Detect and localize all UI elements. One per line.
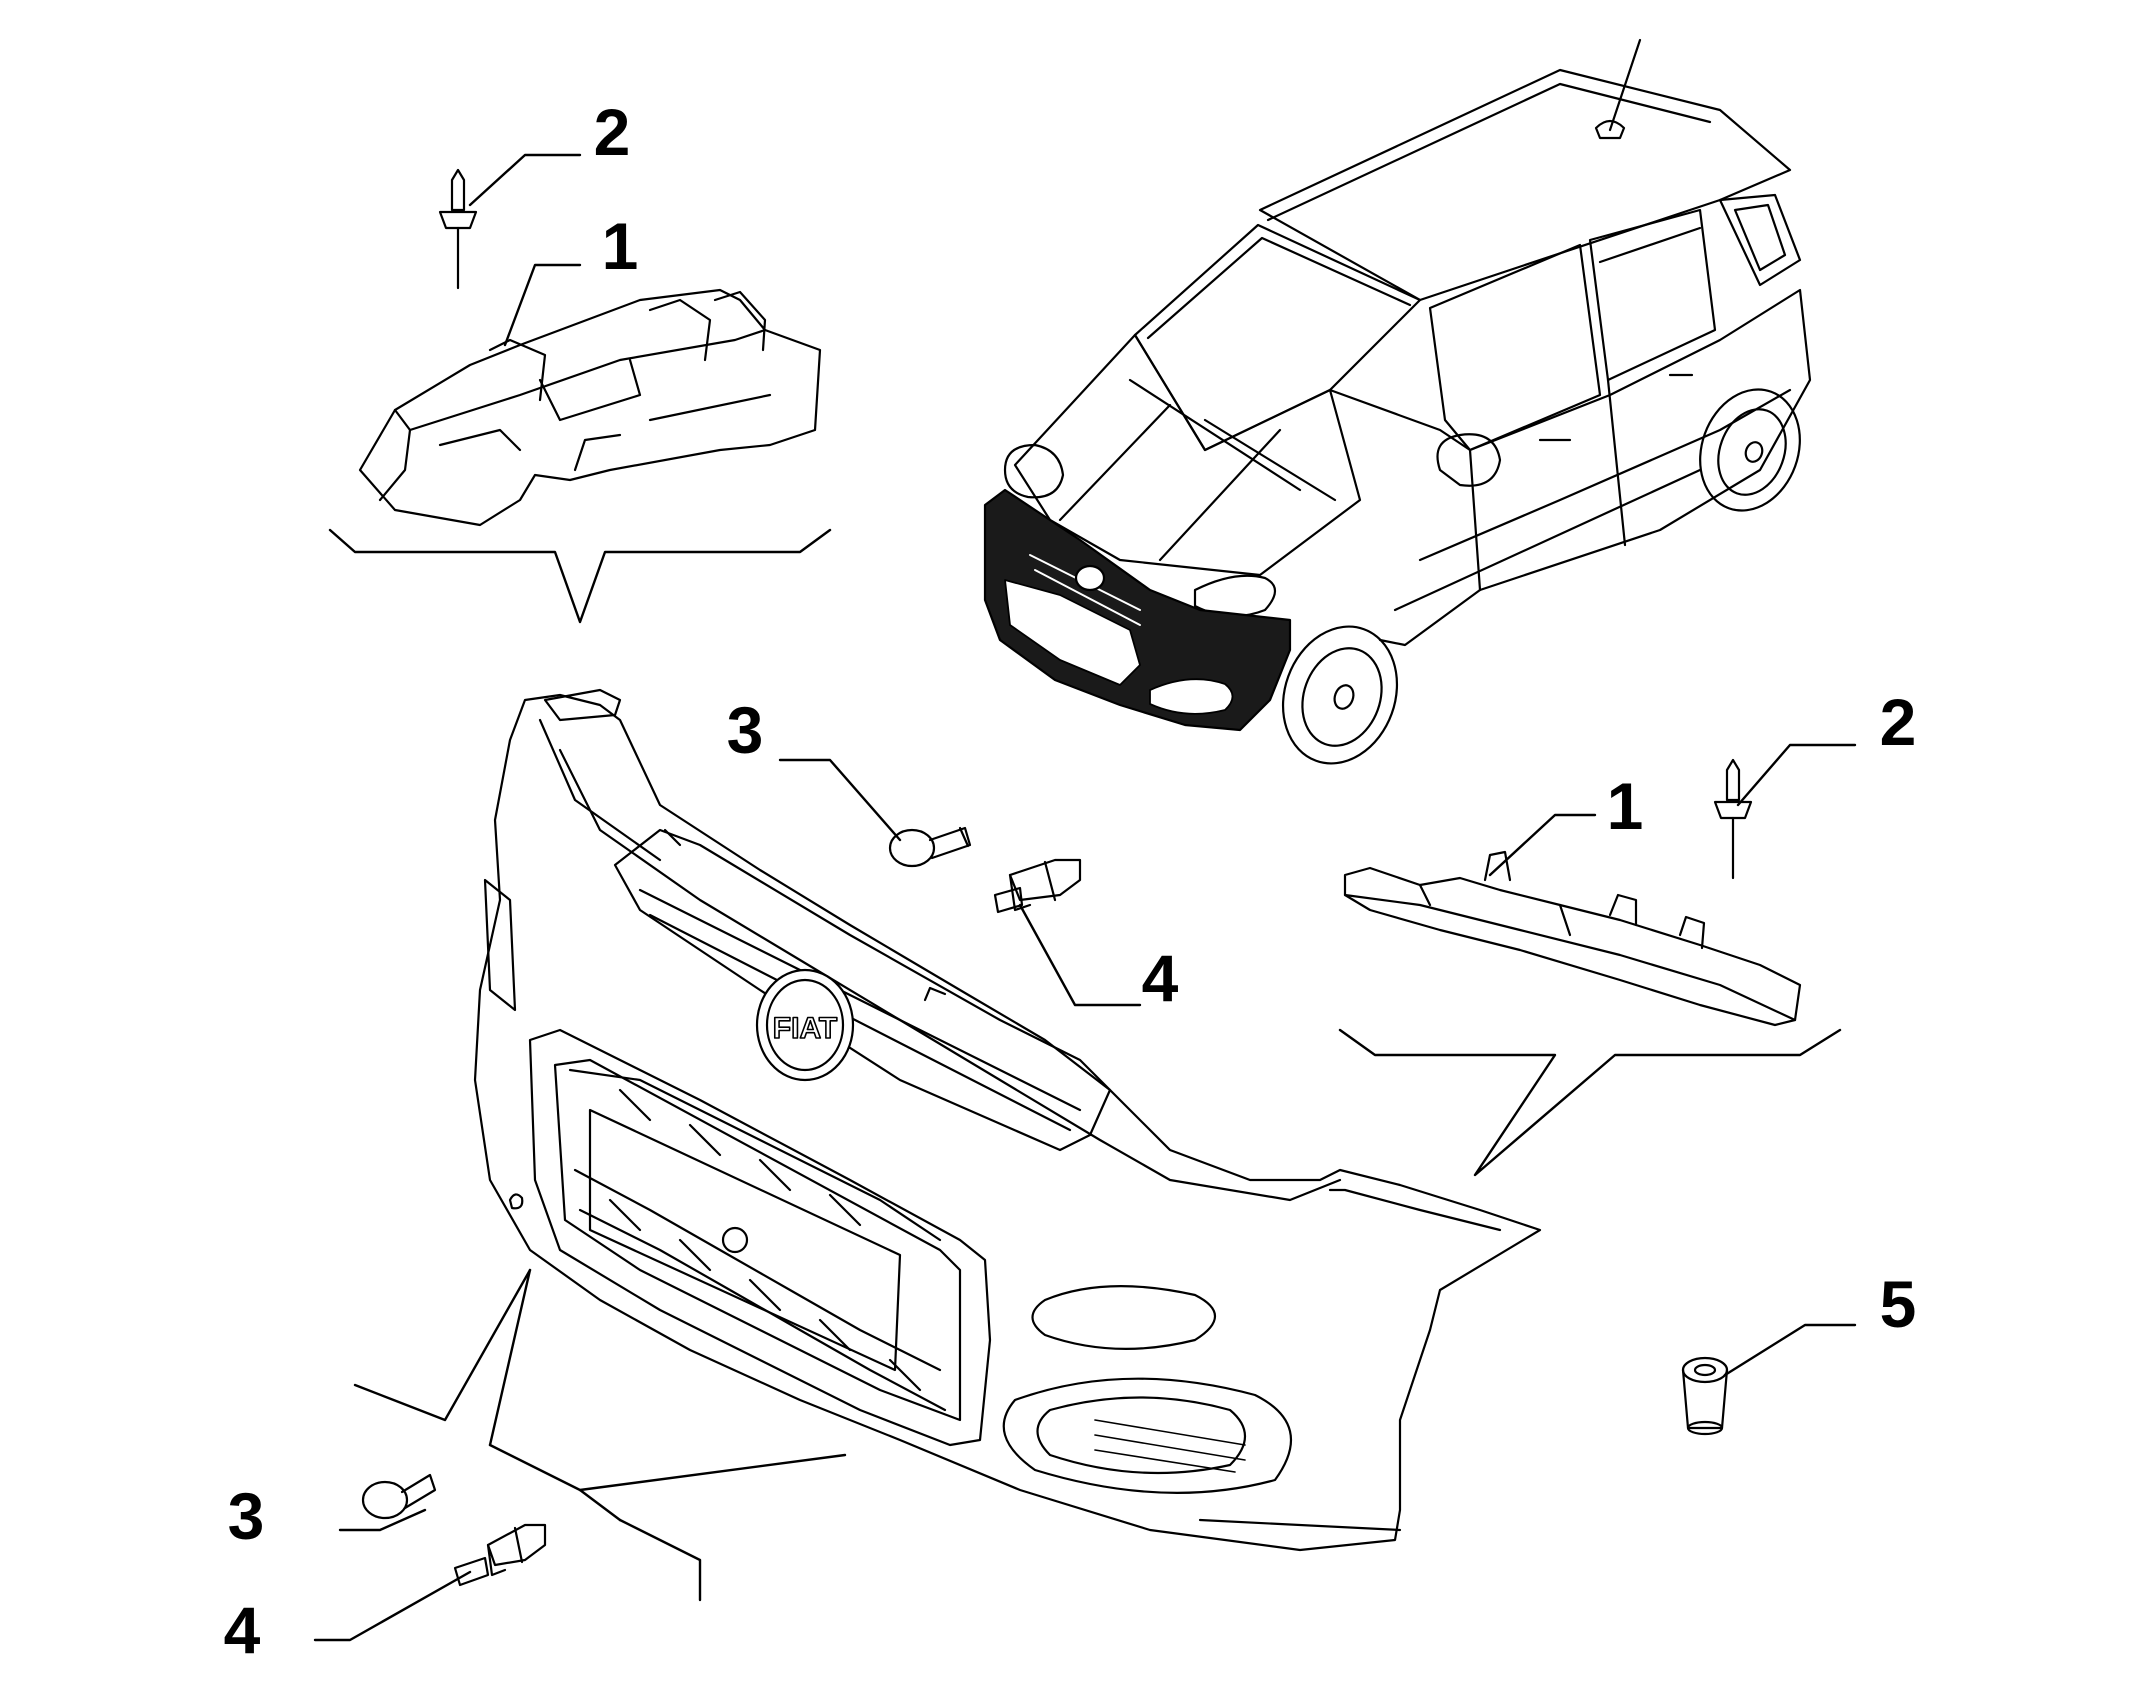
right-bumper-bracket: [1343, 850, 1802, 1027]
screw-mid-icon: [888, 826, 972, 868]
push-clip-mid-icon: [993, 858, 1082, 914]
nut-insert-icon: [1681, 1356, 1729, 1436]
rivet-right-icon: [1713, 758, 1753, 880]
callout-3-bottom: 3: [227, 1479, 265, 1553]
callout-4-mid: 4: [1141, 941, 1179, 1015]
callout-1-right: 1: [1606, 769, 1644, 843]
callout-5-right: 5: [1879, 1267, 1917, 1341]
rivet-top-icon: [438, 168, 478, 290]
push-clip-bottom-icon: [453, 1523, 547, 1587]
leader-lines: [313, 153, 1857, 1642]
callout-4-bottom: 4: [223, 1593, 261, 1667]
left-bumper-bracket: [358, 288, 822, 527]
callout-3-mid: 3: [726, 693, 764, 767]
car-front-three-quarter-icon: [983, 38, 1812, 765]
badge-text: FIAT: [773, 1012, 837, 1045]
fiat-badge-icon: FIAT: [755, 968, 855, 1082]
callout-1-top: 1: [601, 209, 639, 283]
callout-2-top: 2: [593, 95, 631, 169]
front-bumper: FIAT: [473, 688, 1542, 1552]
screw-bottom-icon: [361, 1473, 437, 1520]
callout-2-right: 2: [1879, 685, 1917, 759]
